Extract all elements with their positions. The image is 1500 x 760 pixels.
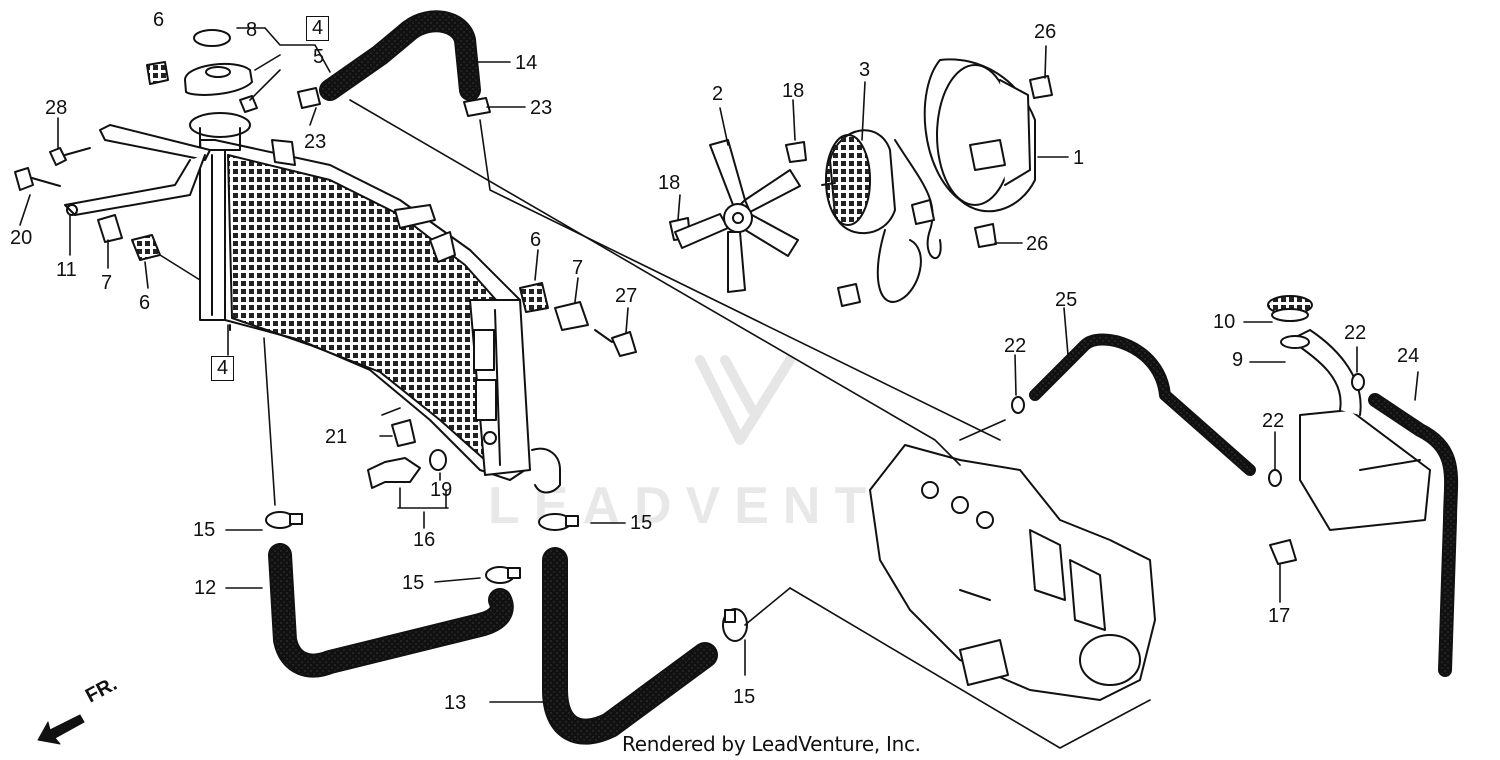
- fan-motor: [821, 129, 942, 307]
- callout-7-mid: 7: [572, 257, 584, 279]
- hose-13-texture: [544, 549, 716, 743]
- callout-13: 13: [444, 692, 467, 714]
- callout-24: 24: [1397, 345, 1420, 367]
- callout-23-right: 23: [530, 97, 553, 119]
- callout-1: 1: [1073, 147, 1085, 169]
- bracket-11: [64, 124, 211, 216]
- callout-6-mid: 6: [530, 229, 542, 251]
- callout-12: 12: [194, 577, 217, 599]
- callout-19: 19: [430, 479, 453, 501]
- hardware: [14, 29, 1297, 565]
- hose-25-texture: [1031, 335, 1254, 474]
- hose-clamps: [265, 373, 1365, 642]
- hose-24-texture: [1370, 395, 1457, 675]
- callout-15-right: 15: [630, 512, 653, 534]
- callout-22-hose25: 22: [1004, 335, 1027, 357]
- callout-6-top: 6: [153, 9, 165, 31]
- callout-15-bottom: 15: [733, 686, 756, 708]
- callout-18-top: 18: [782, 80, 805, 102]
- callout-20: 20: [10, 227, 33, 249]
- front-direction-arrow: [37, 714, 85, 745]
- callout-22-tank-top: 22: [1344, 322, 1367, 344]
- callout-23-left: 23: [304, 131, 327, 153]
- callout-8: 8: [246, 19, 258, 41]
- callout-2: 2: [712, 83, 724, 105]
- callout-18-left: 18: [658, 172, 681, 194]
- callout-4-bottom: 4: [211, 356, 235, 381]
- callout-14: 14: [515, 52, 538, 74]
- watermark-logo: [695, 355, 795, 445]
- hose-12-texture: [270, 545, 512, 676]
- callout-3: 3: [859, 59, 871, 81]
- callout-6-left: 6: [139, 292, 151, 314]
- callout-17: 17: [1268, 605, 1291, 627]
- callout-5: 5: [313, 46, 325, 68]
- radiator: [189, 112, 561, 494]
- leader-lines: [19, 27, 1419, 749]
- callout-4-top: 4: [306, 16, 330, 41]
- callout-15-left: 15: [193, 519, 216, 541]
- fan-blade: [674, 139, 801, 293]
- callout-15-mid: 15: [402, 572, 425, 594]
- hose-14-texture: [321, 12, 479, 99]
- footer-credit: Rendered by LeadVenture, Inc.: [622, 732, 921, 756]
- callout-22-tank-left: 22: [1262, 410, 1285, 432]
- callout-21: 21: [325, 426, 348, 448]
- callout-10: 10: [1213, 311, 1236, 333]
- engine: [869, 444, 1156, 701]
- callout-9: 9: [1232, 349, 1244, 371]
- callout-27: 27: [615, 285, 638, 307]
- reserve-tank: [1267, 295, 1431, 531]
- callout-26-bottom: 26: [1026, 233, 1049, 255]
- callout-11: 11: [56, 259, 77, 281]
- callout-26-top: 26: [1034, 21, 1057, 43]
- fan-shroud: [923, 58, 1036, 213]
- callout-16: 16: [413, 529, 436, 551]
- callout-25: 25: [1055, 289, 1078, 311]
- callout-7-left: 7: [101, 272, 113, 294]
- callout-28: 28: [45, 97, 68, 119]
